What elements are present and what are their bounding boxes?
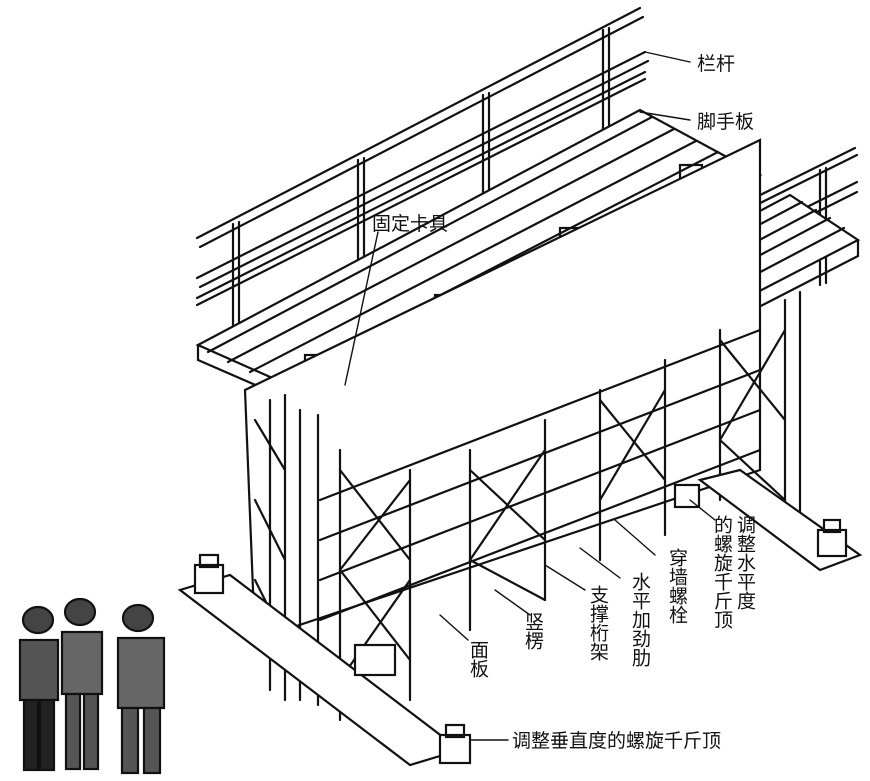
label-horizontal-stiffener: 水平加劲肋 (629, 572, 651, 667)
support-truss-drawing (253, 328, 787, 682)
label-support-truss: 支撑桁架 (587, 585, 609, 661)
workers-drawing (18, 597, 166, 775)
label-adjust-vertical-jack: 调整垂直度的螺旋千斤顶 (512, 730, 721, 752)
railing-drawing (195, 6, 650, 332)
label-railing: 栏杆 (697, 53, 735, 75)
label-scaffold-board: 脚手板 (697, 111, 754, 133)
label-adjust-level-jack-line2: 的螺旋千斤顶 (711, 515, 733, 629)
horizontal-stiffener-drawing (318, 328, 762, 622)
label-fixing-clamp: 固定卡具 (372, 213, 448, 235)
label-adjust-level-jack-line1: 调整水平度 (734, 515, 756, 610)
leader-lines (344, 51, 716, 741)
base-drawing (177, 468, 863, 767)
label-face-panel: 面板 (467, 640, 489, 678)
label-through-wall-bolt: 穿墙螺栓 (666, 548, 688, 624)
label-vertical-rib: 竖楞 (522, 612, 544, 650)
